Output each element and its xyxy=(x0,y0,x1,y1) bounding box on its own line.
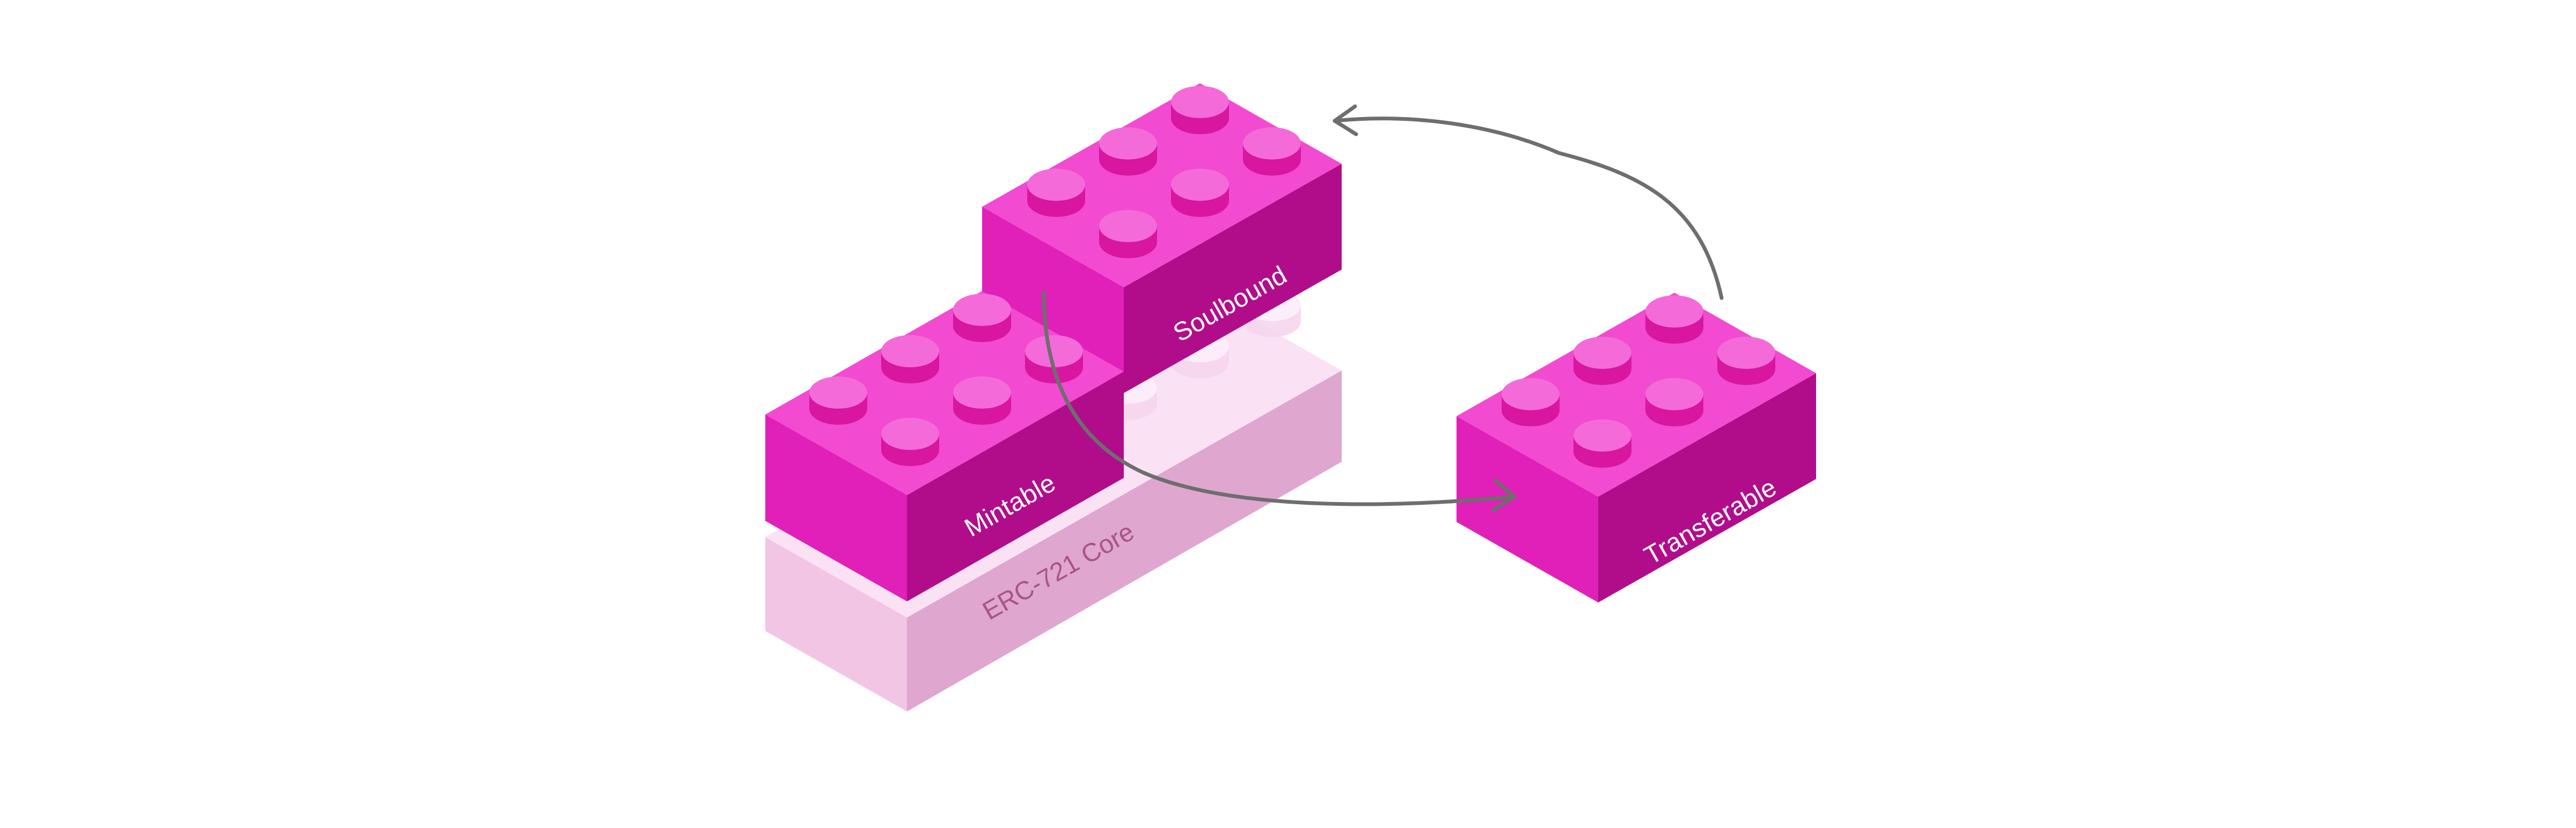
arrow-transferable-to-soulbound xyxy=(1333,104,1724,300)
arrowhead-bottom xyxy=(1491,478,1517,512)
transferable-brick: Transferable xyxy=(1457,293,1816,602)
soulbound-right-face xyxy=(1124,164,1342,393)
arrowhead-top xyxy=(1333,104,1358,136)
core-brick-left-face xyxy=(765,537,907,711)
mintable-brick: Mintable xyxy=(765,291,1124,601)
transferable-left-face xyxy=(1457,416,1598,602)
soulbound-left-face xyxy=(982,207,1124,393)
arrow-soulbound-to-transferable xyxy=(1042,290,1517,512)
core-brick-right-face xyxy=(907,371,1342,711)
arrow-curve-top xyxy=(1333,117,1724,300)
soulbound-brick: Soulbound xyxy=(982,83,1342,393)
mintable-left-face xyxy=(765,415,907,601)
transferable-right-face xyxy=(1598,373,1816,602)
mintable-right-face xyxy=(907,372,1124,601)
arrow-curve-bottom xyxy=(1042,290,1516,506)
